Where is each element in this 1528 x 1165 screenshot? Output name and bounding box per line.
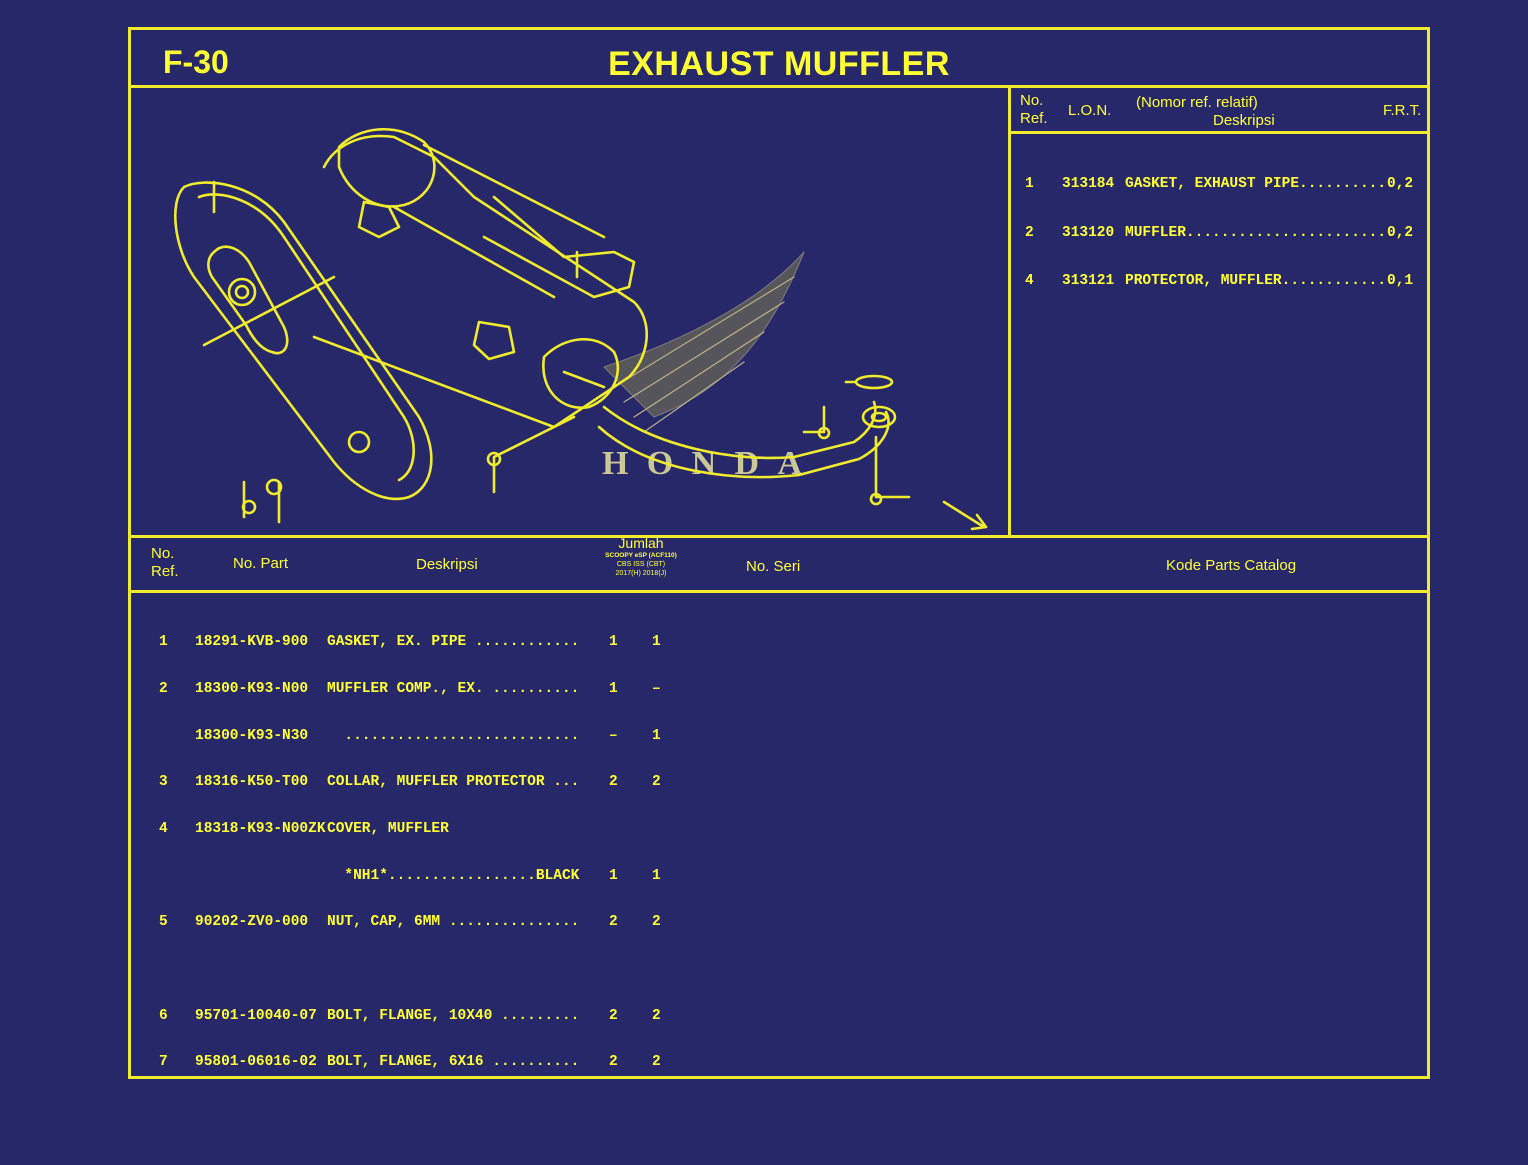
right-lon-header: L.O.N. <box>1068 102 1112 119</box>
muffler-cover-inner <box>197 193 415 482</box>
table-row: 1 313184 GASKET, EXHAUST PIPE...........… <box>1025 176 1414 193</box>
parts-catalog-header: Kode Parts Catalog <box>1166 557 1297 574</box>
exhaust-muffler-diagram: HONDA <box>174 128 988 531</box>
header-divider <box>131 85 1427 88</box>
parts-part-no-header: No. Part <box>233 555 289 572</box>
muffler-cover <box>174 181 433 501</box>
bolt-left <box>492 415 576 494</box>
pipe-flange-hole <box>870 411 888 423</box>
exhaust-pipe <box>602 400 877 460</box>
right-desc-header: (Nomor ref. relatif) Deskripsi <box>1136 94 1275 129</box>
table-row-spacer <box>159 962 194 978</box>
page-title: EXHAUST MUFFLER <box>608 45 950 83</box>
bolt-pins <box>242 480 281 524</box>
right-table-header-divider <box>1011 131 1427 134</box>
parts-section-divider <box>131 535 1427 538</box>
muffler-body-lines <box>392 143 606 299</box>
collar <box>347 430 371 454</box>
lower-bracket <box>472 320 516 361</box>
table-row: 18300-K93-N30 ..........................… <box>195 727 661 744</box>
right-frt-header: F.R.T. <box>1383 102 1422 119</box>
parts-qty-header: Jumlah SCOOPY eSP (ACF110) CBS ISS (CBT)… <box>605 535 677 578</box>
table-row: 3 18316-K50-T00 COLLAR, MUFFLER PROTECTO… <box>159 774 661 791</box>
gasket <box>854 374 894 390</box>
muffler-end-cap <box>337 128 436 208</box>
table-row: 4 18318-K93-N00ZK COVER, MUFFLER <box>159 820 449 837</box>
muffler-outlet-ring <box>227 277 257 307</box>
bolt-right-lower <box>874 435 911 499</box>
front-arrow-icon <box>942 500 988 531</box>
mount-stay <box>482 195 636 299</box>
exhaust-pipe-lower <box>597 410 890 479</box>
table-row: 5 90202-ZV0-000 NUT, CAP, 6MM ..........… <box>159 914 661 931</box>
right-no-ref-header: No. Ref. <box>1020 92 1048 127</box>
table-row: 4 313121 PROTECTOR, MUFFLER.............… <box>1025 272 1414 289</box>
parts-serial-header: No. Seri <box>746 558 801 575</box>
nut-cap <box>265 478 283 496</box>
bolt-right-upper <box>802 405 826 434</box>
flange-detail <box>562 370 606 389</box>
muffler-outlet-hole <box>234 284 250 300</box>
bolt-head-3 <box>486 451 502 467</box>
exhaust-flange <box>542 338 620 410</box>
table-row: 1 18291-KVB-900 GASKET, EX. PIPE .......… <box>159 634 661 651</box>
parts-table: 1 18291-KVB-900 GASKET, EX. PIPE .......… <box>159 604 661 1086</box>
parts-header-divider <box>131 590 1427 593</box>
bolt-head-2 <box>869 492 883 506</box>
right-table: 1 313184 GASKET, EXHAUST PIPE...........… <box>1025 146 1413 307</box>
parts-desc-header: Deskripsi <box>416 556 478 573</box>
table-row: 6 95701-10040-07 BOLT, FLANGE, 10X40 ...… <box>159 1007 661 1024</box>
upper-bracket <box>357 200 401 239</box>
pipe-flange <box>861 405 897 429</box>
protector-edge <box>202 275 336 347</box>
bolt-head <box>817 426 831 440</box>
honda-wing-logo <box>603 251 805 433</box>
muffler-outlet-slot <box>207 245 289 355</box>
table-row: 7 95801-06016-02 BOLT, FLANGE, 6X16 ....… <box>159 1054 661 1071</box>
table-row: 2 18300-K93-N00 MUFFLER COMP., EX. .....… <box>159 680 661 697</box>
diagram-divider <box>1008 85 1011 536</box>
table-row: 2 313120 MUFFLER........................… <box>1025 224 1414 241</box>
catalog-frame: F-30 EXHAUST MUFFLER HONDA <box>128 27 1430 1079</box>
parts-no-ref-header: No. Ref. <box>151 545 179 580</box>
figure-id: F-30 <box>163 44 229 80</box>
table-row: *NH1*.................BLACK 1 1 <box>327 867 661 884</box>
